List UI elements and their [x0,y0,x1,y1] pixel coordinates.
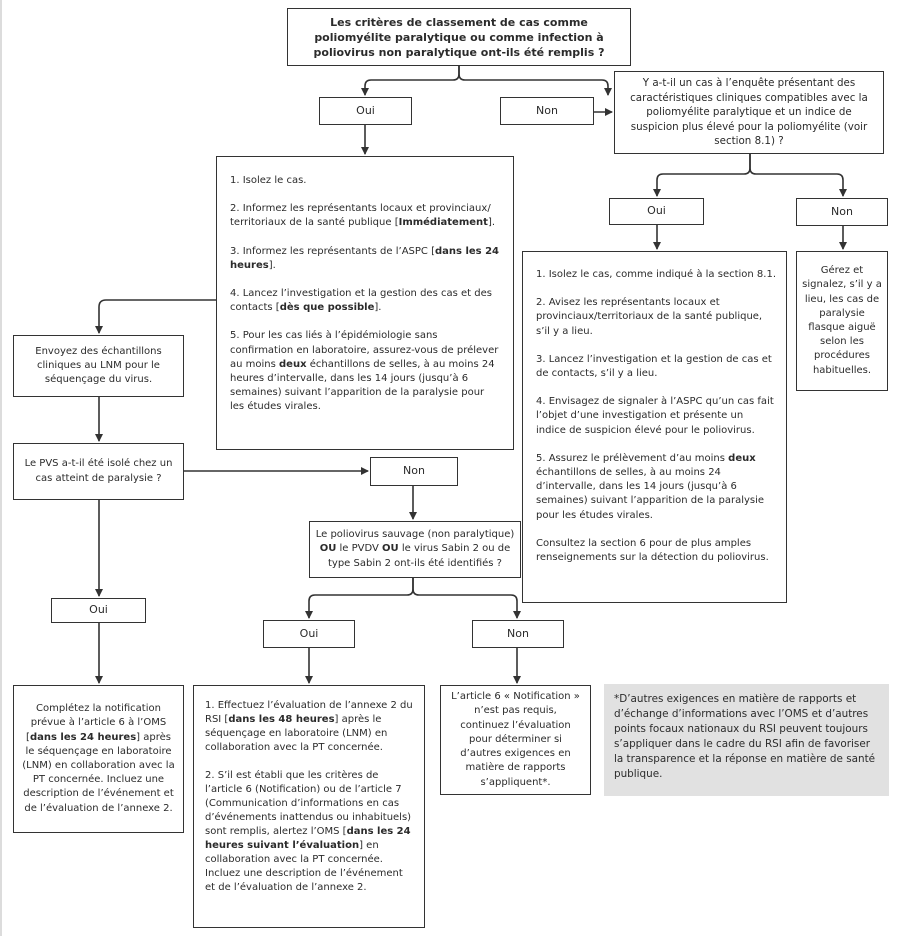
arrow-sauvage-oui4 [305,578,414,619]
oui-button-4: Oui [263,620,355,648]
box-text: L’article 6 « Notification » n’est pas r… [451,691,580,788]
arrow-main-oui [361,66,460,96]
step-text: 1. Isolez le cas. [230,175,307,186]
bold-text: OU [382,543,399,555]
oui-button-1: Oui [319,97,412,125]
left-edge [0,0,2,936]
box-text: Le poliovirus sauvage (non paralytique) … [315,529,515,569]
bold-text: OU [319,543,337,555]
bold-text: deux [279,358,307,370]
oui-button-2: Oui [609,198,704,225]
bold-text: dès que possible [279,302,375,314]
non-button-2: Non [796,198,888,226]
main-question-box: Les critères de classement de cas comme … [287,8,631,66]
box-text: *D’autres exigences en matière de rappor… [614,693,876,780]
box-text: Gérez et signalez, s’il y a lieu, les ca… [802,265,882,376]
arrow-enquete-oui [653,154,751,197]
box-text: Le PVS a-t-il été isolé chez un cas atte… [24,458,173,484]
box-text: Complétez la notification prévue à l’art… [22,703,175,814]
enquete-question-box: Y a-t-il un cas à l’enquête présentant d… [614,71,884,154]
step-text: 3. Informez les représentants de l’ASPC … [230,245,500,271]
bold-text: deux [728,452,756,464]
step-text: Consultez la section 6 pour de plus ampl… [536,537,769,564]
non-button-1: Non [500,97,594,125]
arrow-enquete-non [749,154,847,197]
signalez-box: Gérez et signalez, s’il y a lieu, les ca… [796,251,888,391]
footnote-box: *D’autres exigences en matière de rappor… [604,684,889,796]
bold-text: dans les 24 heures [230,245,500,271]
bold-text: dans les 24 heures suivant l’évaluation [205,826,411,851]
step-text: 4. Envisagez de signaler à l’ASPC qu’un … [536,396,774,436]
step-text: 2. Avisez les représentants locaux et pr… [536,297,763,337]
arrow-main-non [458,66,612,96]
arrow-sauvage-non4 [412,578,521,619]
box-text: Envoyez des échantillons cliniques au LN… [35,345,162,386]
completez-box: Complétez la notification prévue à l’art… [13,685,184,833]
non-button-4: Non [472,620,564,648]
actions-box-2: 1. Isolez le cas, comme indiqué à la sec… [522,251,787,603]
envoyez-box: Envoyez des échantillons cliniques au LN… [13,335,184,397]
article6-box: L’article 6 « Notification » n’est pas r… [440,685,591,795]
box-text: Y a-t-il un cas à l’enquête présentant d… [630,77,868,148]
step-text: 1. Effectuez l’évaluation de l’annexe 2 … [205,700,413,753]
arrow-actions1-envoyez [95,299,216,334]
step-text: 1. Isolez le cas, comme indiqué à la sec… [536,269,777,280]
actions-box-3: 1. Effectuez l’évaluation de l’annexe 2 … [193,685,425,928]
step-text: 4. Lancez l’investigation et la gestion … [230,288,492,314]
step-text: 2. Informez les représentants locaux et … [230,203,496,229]
step-text: 5. Assurez le prélèvement d’au moins deu… [536,452,765,521]
non-button-3: Non [370,457,458,486]
bold-text: dans les 48 heures [228,714,335,725]
actions-box-1: 1. Isolez le cas. 2. Informez les représe… [216,156,514,450]
sauvage-question-box: Le poliovirus sauvage (non paralytique) … [309,521,521,578]
step-text: 3. Lancez l’investigation et la gestion … [536,353,772,380]
bold-text: Immédiatement [398,217,488,229]
box-text: Les critères de classement de cas comme … [313,15,605,59]
pvs-question-box: Le PVS a-t-il été isolé chez un cas atte… [13,443,184,500]
oui-button-3: Oui [51,598,146,623]
step-text: 2. S’il est établi que les critères de l… [205,770,412,893]
step-text: 5. Pour les cas liés à l’épidémiologie s… [230,330,499,413]
bold-text: dans les 24 heures [29,731,137,743]
